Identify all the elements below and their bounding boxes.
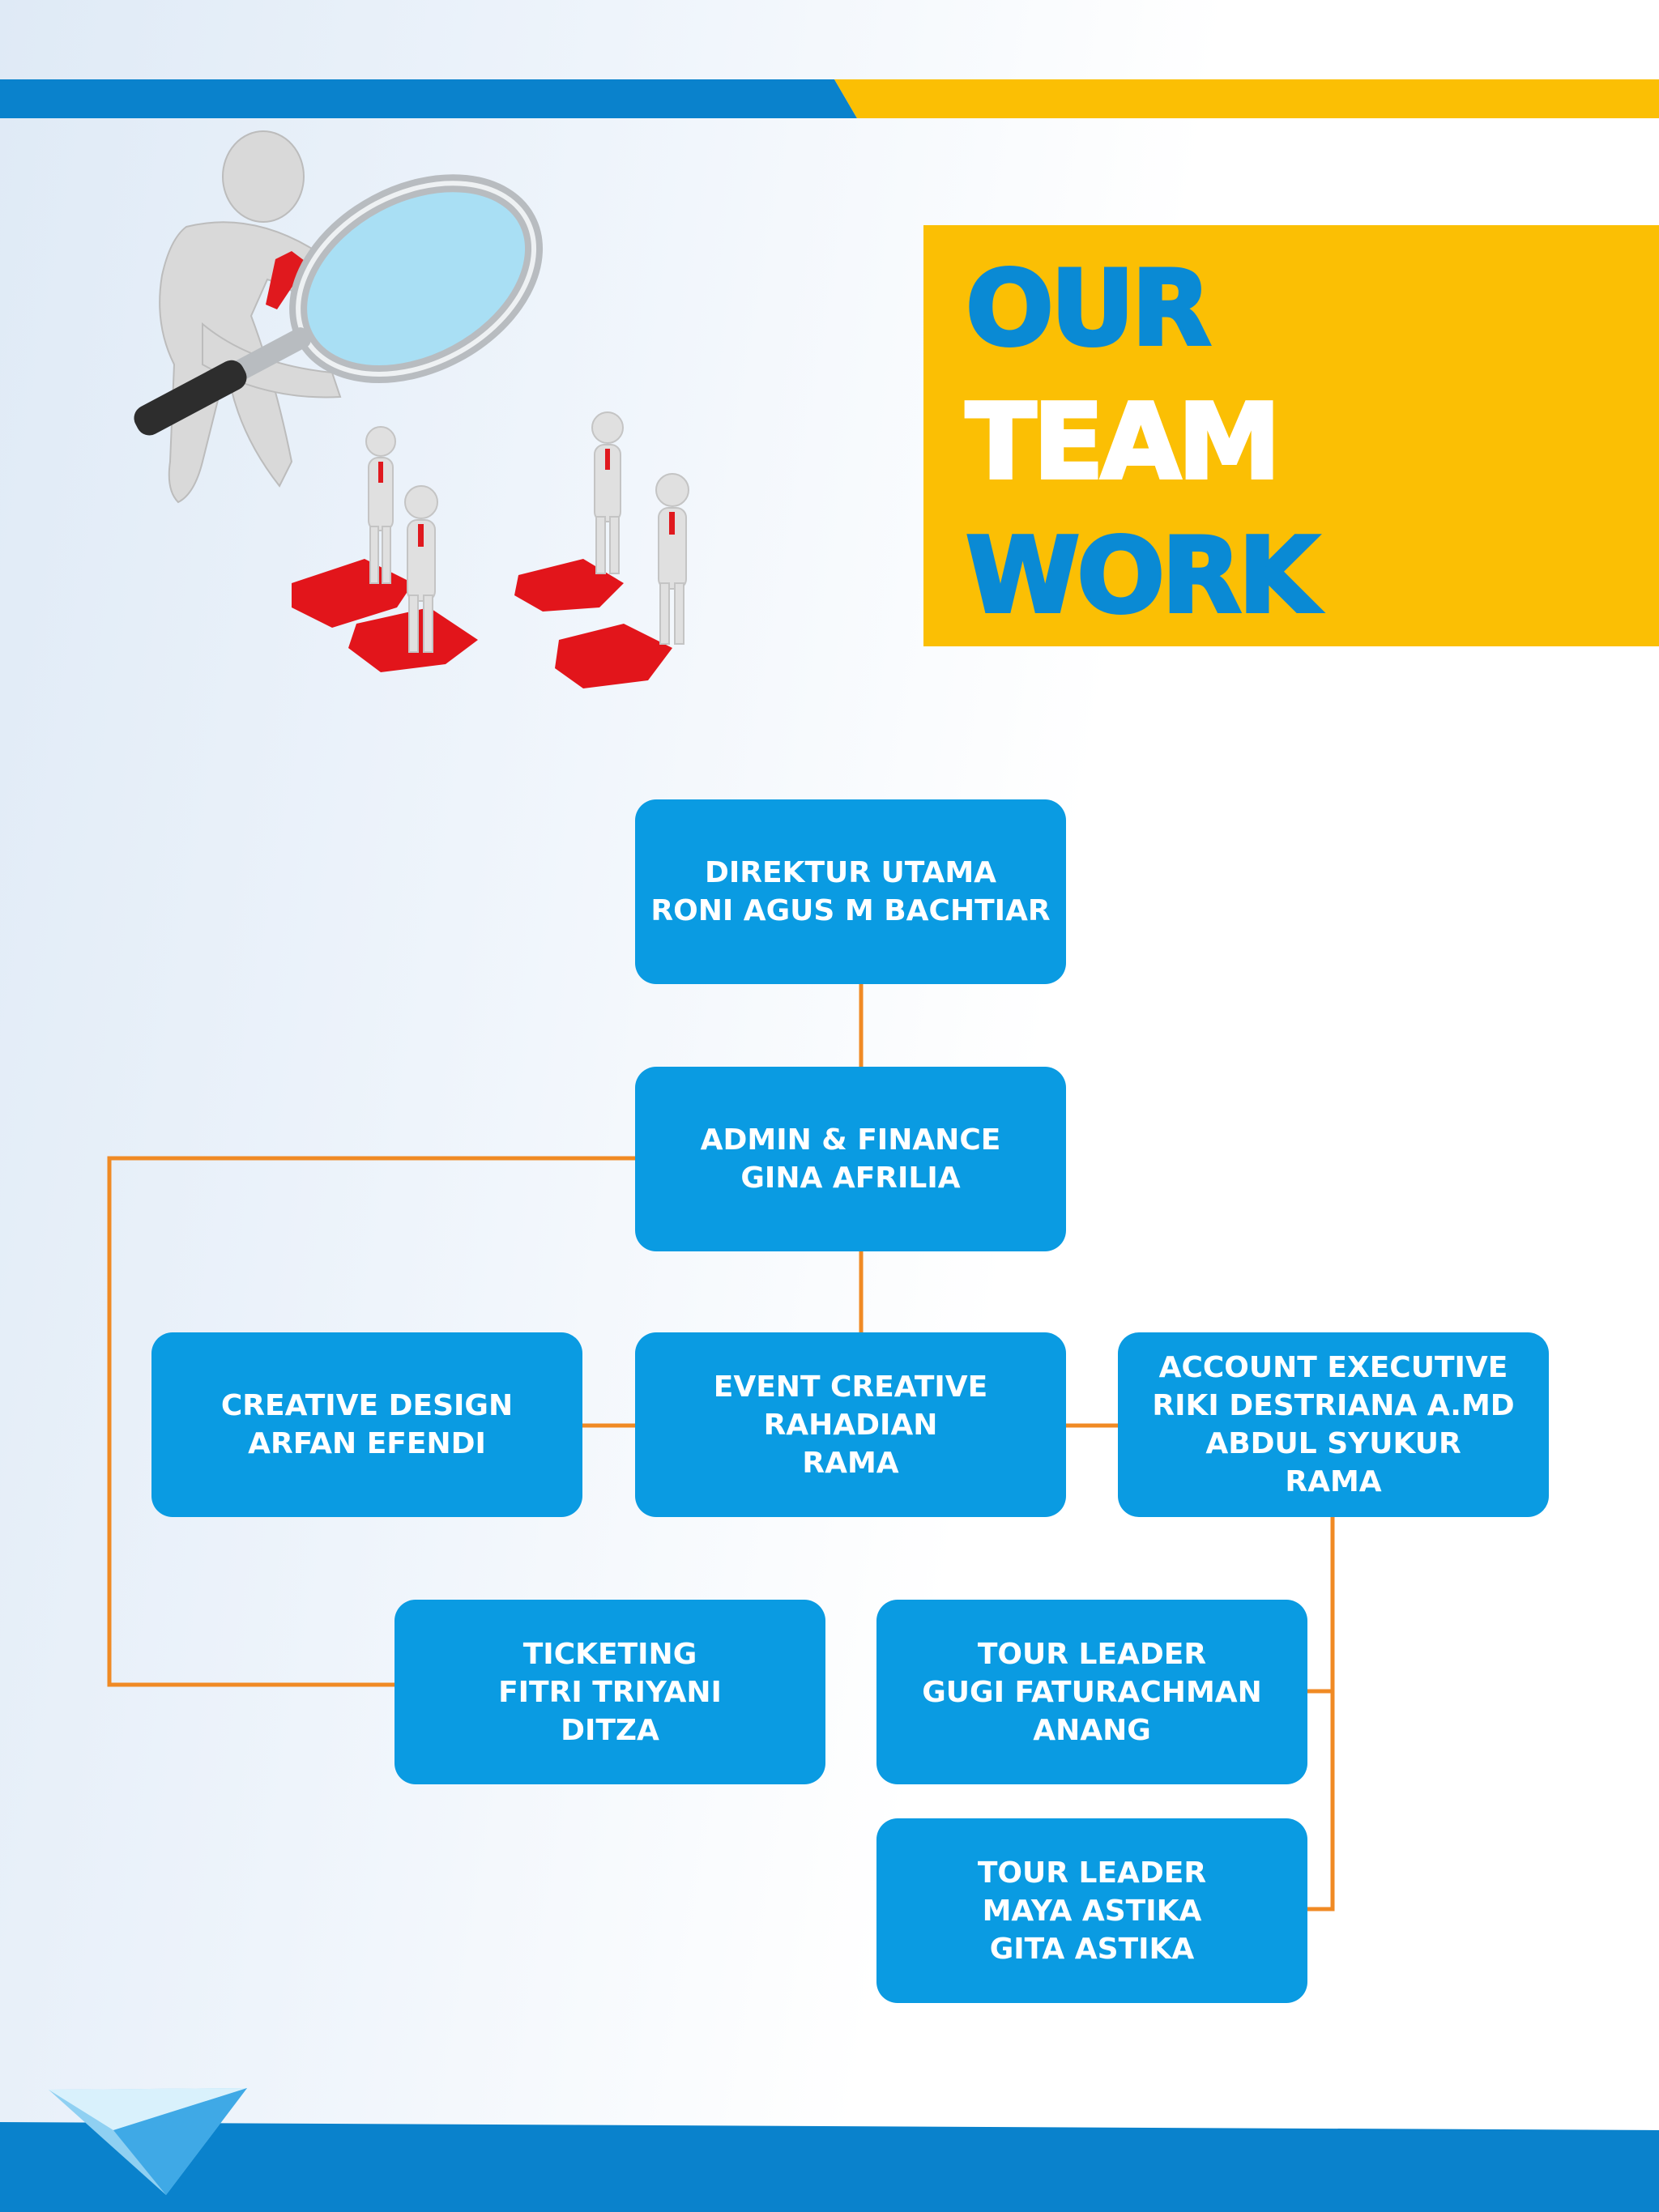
- paper-plane-icon: [49, 2088, 247, 2195]
- box-creative-design: CREATIVE DESIGN ARFAN EFENDI: [151, 1332, 582, 1517]
- connector-admin-ticketing: [107, 1156, 635, 1687]
- box-ticketing-name-2: DITZA: [561, 1713, 659, 1747]
- box-account-executive-name-2: ABDUL SYUKUR: [1205, 1427, 1461, 1460]
- title-line-team: TEAM: [964, 382, 1282, 503]
- box-ticketing-role: TICKETING: [522, 1637, 697, 1671]
- box-creative-design-role: CREATIVE DESIGN: [220, 1389, 514, 1422]
- box-tour-leader-1-role: TOUR LEADER: [977, 1637, 1207, 1671]
- box-admin-name: GINA AFRILIA: [740, 1161, 961, 1195]
- bottom-stripe: [0, 2088, 1659, 2212]
- box-director-name: RONI AGUS M BACHTIAR: [650, 894, 1051, 927]
- box-tour-leader-1-name-1: GUGI FATURACHMAN: [922, 1675, 1262, 1709]
- top-stripe: [0, 79, 1659, 118]
- box-account-executive-name-3: RAMA: [1285, 1465, 1382, 1498]
- box-account-executive-role: ACCOUNT EXECUTIVE: [1158, 1351, 1508, 1384]
- title-line-our: OUR: [964, 249, 1213, 369]
- connector-account-tour-leaders: [1306, 1517, 1335, 1912]
- box-account-executive: ACCOUNT EXECUTIVE RIKI DESTRIANA A.MD AB…: [1118, 1332, 1549, 1517]
- box-event-creative-role: EVENT CREATIVE: [713, 1370, 988, 1404]
- box-event-creative-name-2: RAMA: [802, 1446, 899, 1480]
- box-event-creative-name-1: RAHADIAN: [763, 1408, 938, 1442]
- magnifying-glass-figure-illustration: [134, 130, 689, 688]
- box-admin-role: ADMIN & FINANCE: [700, 1123, 1001, 1157]
- title-line-work: WORK: [964, 516, 1320, 637]
- box-tour-leader-1: TOUR LEADER GUGI FATURACHMAN ANANG: [876, 1600, 1307, 1784]
- box-ticketing-name-1: FITRI TRIYANI: [498, 1675, 722, 1709]
- box-tour-leader-1-name-2: ANANG: [1033, 1713, 1151, 1747]
- box-tour-leader-2-name-1: MAYA ASTIKA: [982, 1894, 1202, 1928]
- box-creative-design-name: ARFAN EFENDI: [248, 1427, 486, 1460]
- box-ticketing: TICKETING FITRI TRIYANI DITZA: [394, 1600, 825, 1784]
- box-tour-leader-2-name-2: GITA ASTIKA: [989, 1932, 1195, 1966]
- box-event-creative: EVENT CREATIVE RAHADIAN RAMA: [635, 1332, 1066, 1517]
- title-panel: OUR TEAM WORK: [923, 225, 1659, 646]
- box-tour-leader-2-role: TOUR LEADER: [977, 1856, 1207, 1890]
- box-tour-leader-2: TOUR LEADER MAYA ASTIKA GITA ASTIKA: [876, 1818, 1307, 2003]
- box-director-role: DIREKTUR UTAMA: [704, 856, 997, 889]
- box-account-executive-name-1: RIKI DESTRIANA A.MD: [1152, 1389, 1515, 1422]
- box-director: DIREKTUR UTAMA RONI AGUS M BACHTIAR: [635, 799, 1066, 984]
- box-admin-finance: ADMIN & FINANCE GINA AFRILIA: [635, 1067, 1066, 1251]
